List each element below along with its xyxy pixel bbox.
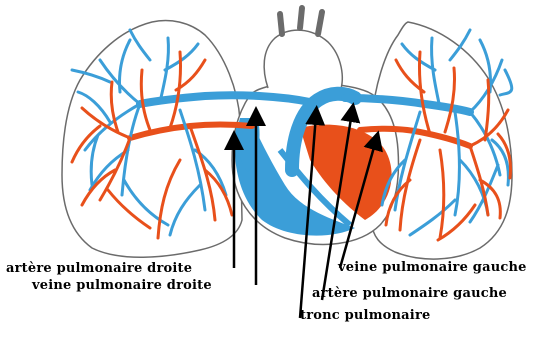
aortic-branches [280,8,322,34]
label-tronc-pulmonaire: tronc pulmonaire [300,308,430,323]
label-veine-pulmonaire-droite: veine pulmonaire droite [32,278,212,293]
label-veine-pulmonaire-gauche: veine pulmonaire gauche [338,260,527,275]
aorta-outline [264,30,342,92]
left-lung-vessels [382,30,512,240]
right-lung-outline [62,21,242,258]
label-artere-pulmonaire-droite: artère pulmonaire droite [6,261,192,276]
label-artere-pulmonaire-gauche: artère pulmonaire gauche [312,286,507,301]
